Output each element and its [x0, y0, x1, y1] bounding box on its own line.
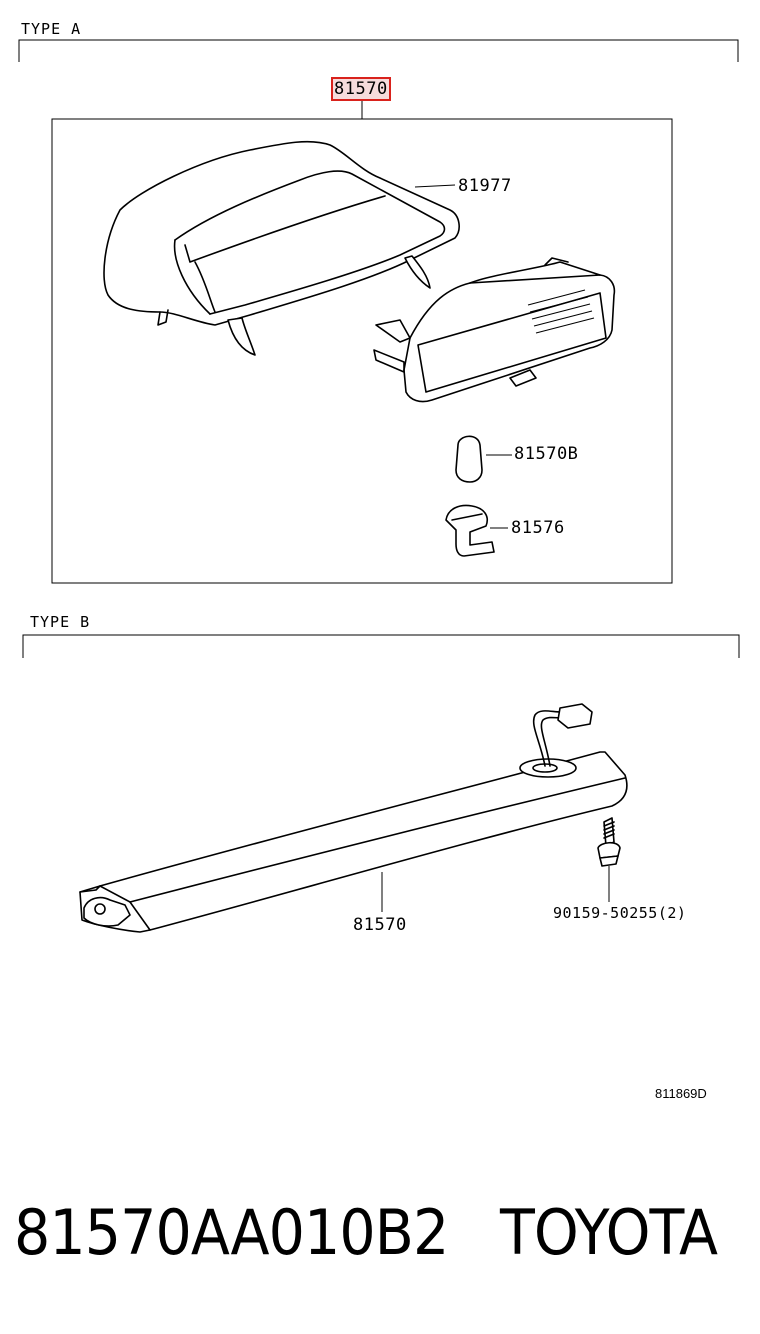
lamp-unit-drawing: [373, 257, 616, 403]
type-b-bracket: [22, 634, 740, 658]
type-b-label: TYPE B: [30, 613, 91, 631]
diagram-code: 811869D: [655, 1086, 707, 1101]
bulb-drawing: [455, 435, 512, 483]
footer-part-number: 81570AA010B2: [14, 1196, 449, 1269]
socket-part-callout[interactable]: 81576: [511, 518, 565, 538]
cover-part-callout[interactable]: 81977: [458, 176, 512, 196]
screw-drawing: [597, 817, 621, 902]
type-b-lamp-drawing: [79, 703, 628, 933]
bulb-part-callout[interactable]: 81570B: [514, 444, 579, 464]
footer-brand: TOYOTA: [500, 1196, 718, 1269]
type-a-bracket: [18, 39, 739, 62]
lamp-part-callout[interactable]: 81570: [353, 915, 407, 935]
screw-part-callout[interactable]: 90159-50255(2): [553, 904, 687, 922]
socket-drawing: [445, 504, 508, 557]
assembly-part-callout[interactable]: 81570: [331, 77, 391, 101]
cover-81977-drawing: [103, 140, 460, 356]
type-a-label: TYPE A: [21, 20, 82, 38]
